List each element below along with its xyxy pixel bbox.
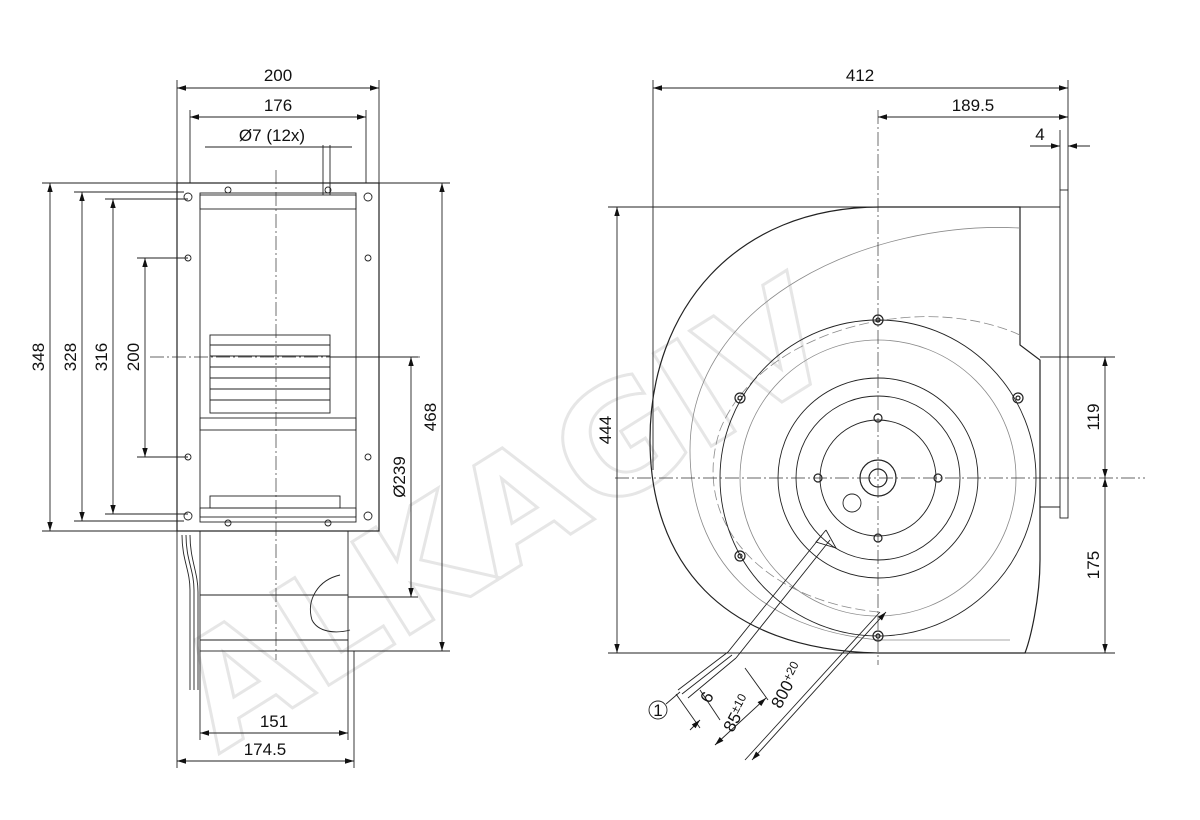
housing-mid-band [199,417,357,431]
dim-height-119: 119 [1084,403,1103,430]
side-view: 200 176 Ø7 (12x) 348 328 316 200 Ø239 46… [29,66,450,768]
outlet-body [199,530,349,652]
dim-cable-800-tolerance: +20 [780,659,802,684]
mounting-holes [183,186,373,527]
front-view: 412 189.5 4 444 119 175 6 85±10 800+20 1 [596,66,1145,761]
dim-height-175: 175 [1084,551,1103,579]
dim-height-328: 328 [61,343,80,371]
cable [727,529,837,659]
dim-cable-800-value: 800 [767,677,797,711]
watermark: ALKAGIV [144,244,866,786]
dim-width-174-5: 174.5 [244,740,287,759]
dim-height-316: 316 [92,343,111,371]
dim-cable-800: 800+20 [766,659,807,712]
cable-bundle [181,534,199,690]
svg-text:ALKAGIV: ALKAGIV [146,245,865,784]
dim-width-200: 200 [264,66,292,85]
capacitor [842,493,862,513]
dim-diameter-239: Ø239 [390,456,409,498]
outlet-curve [310,574,351,633]
callout-circle [648,700,668,720]
dim-width-412: 412 [846,66,874,85]
svg-text:800+20: 800+20 [766,659,807,712]
housing-top-band [199,194,357,210]
side-dimensions [42,80,450,768]
dim-cable-6: 6 [697,689,718,706]
housing-dash-curve [712,316,1021,613]
scroll-housing [649,206,1041,654]
dim-width-4: 4 [1035,125,1044,144]
dim-cable-85-value: 85 [720,709,746,735]
dim-width-151: 151 [260,712,288,731]
front-dimensions [608,80,1115,761]
outlet-flange [1059,189,1069,519]
dim-holes-dia: Ø7 (12x) [239,126,305,145]
dim-height-468: 468 [421,403,440,431]
flange-inner [199,192,357,518]
cable-strands [677,651,737,699]
callout-label: 1 [653,701,662,720]
dim-width-189-5: 189.5 [952,96,995,115]
dim-height-348: 348 [29,343,48,371]
impeller-blades [209,334,341,509]
dim-width-176: 176 [264,96,292,115]
dim-height-444: 444 [596,416,615,444]
dim-height-200: 200 [124,343,143,371]
